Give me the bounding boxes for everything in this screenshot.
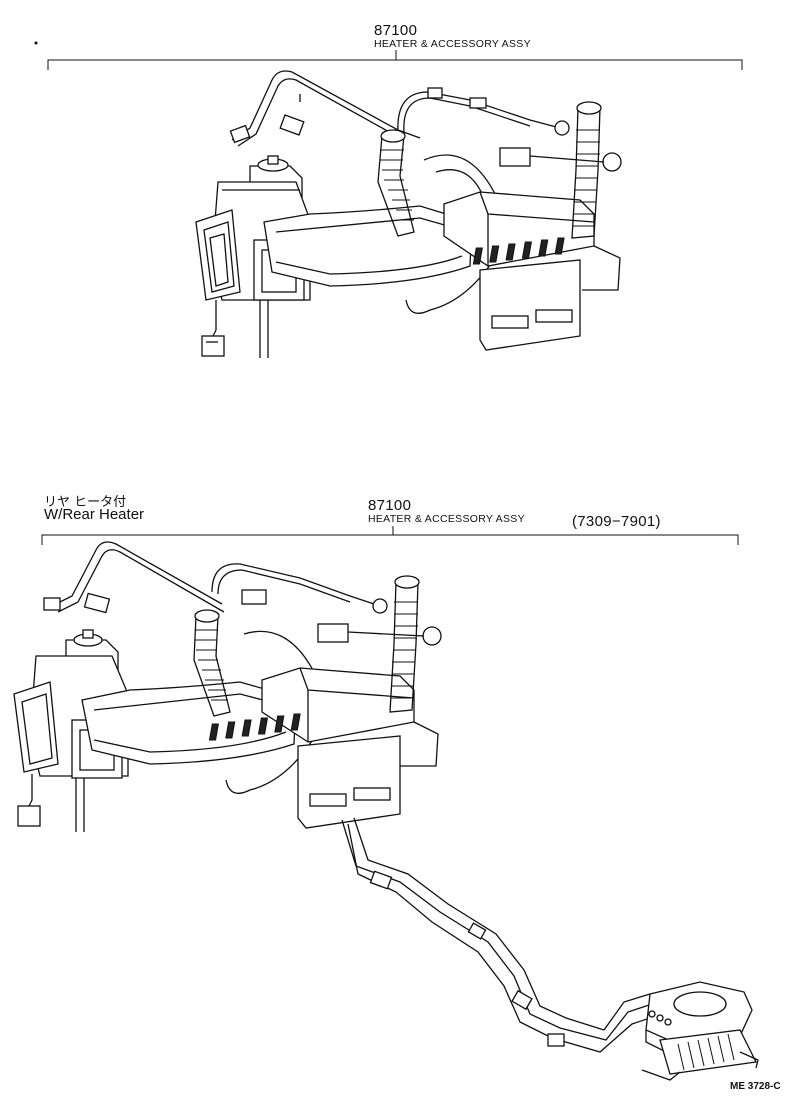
- heater-assembly-drawing: [13, 541, 657, 1053]
- top-part-number: 87100: [374, 22, 418, 39]
- rear-heater-unit-drawing: [641, 981, 759, 1081]
- top-part-name: HEATER & ACCESSORY ASSY: [374, 38, 531, 50]
- diagram-code: ME 3728-C: [730, 1081, 781, 1092]
- date-range: (7309−7901): [572, 513, 661, 530]
- registration-dot: [34, 41, 38, 45]
- bottom-bracket: [41, 526, 739, 545]
- top-bracket: [47, 50, 743, 70]
- heater-assembly-drawing: [195, 70, 622, 358]
- variant-label-en: W/Rear Heater: [44, 506, 145, 523]
- bottom-part-number: 87100: [368, 497, 412, 514]
- variant-label-jp: リヤ ヒータ付: [44, 495, 127, 510]
- bottom-part-name: HEATER & ACCESSORY ASSY: [368, 513, 525, 525]
